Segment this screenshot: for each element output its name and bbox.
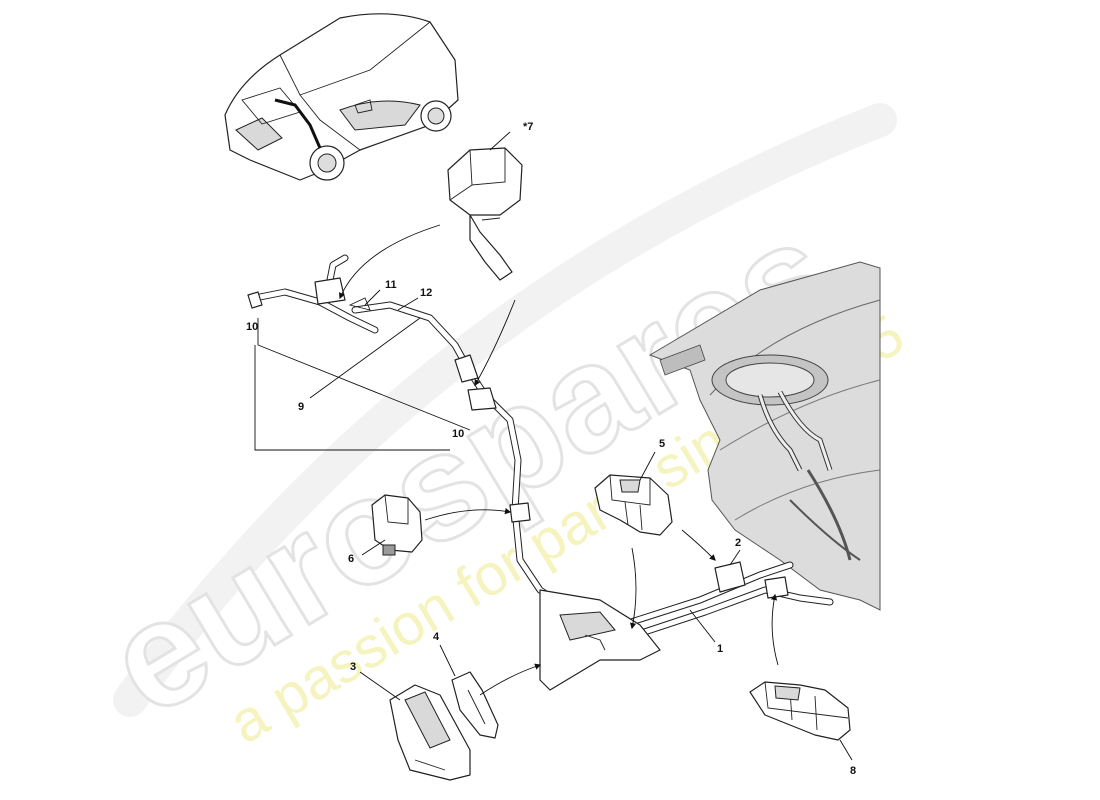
bracket-part-7 [447, 147, 523, 281]
callout-labels: *7 11 12 10 9 10 5 6 2 1 3 4 8 [246, 121, 856, 777]
clip-part-6 [371, 494, 423, 556]
leader-lines [254, 131, 853, 761]
callout-2: 2 [735, 537, 741, 549]
fuel-pipe-run [509, 502, 834, 691]
hose-assembly [247, 254, 522, 514]
callout-10-lower: 10 [452, 428, 464, 440]
callout-12: 12 [420, 287, 432, 299]
clip-part-5 [594, 474, 673, 536]
callout-7: *7 [523, 121, 533, 133]
bracket-part-4 [451, 671, 499, 739]
callout-1: 1 [717, 643, 723, 655]
bracket-part-3 [389, 684, 471, 781]
callout-10-upper: 10 [246, 321, 258, 333]
callout-9: 9 [298, 401, 304, 413]
callout-11: 11 [385, 279, 397, 291]
assembly-arrows [339, 224, 779, 696]
fuel-tank [648, 261, 881, 611]
callout-8: 8 [850, 765, 856, 777]
callout-4: 4 [433, 631, 440, 643]
callout-3: 3 [350, 661, 356, 673]
callout-5: 5 [659, 438, 665, 450]
clip-part-8 [749, 681, 851, 741]
callout-6: 6 [348, 553, 354, 565]
vehicle-overview [224, 13, 459, 181]
